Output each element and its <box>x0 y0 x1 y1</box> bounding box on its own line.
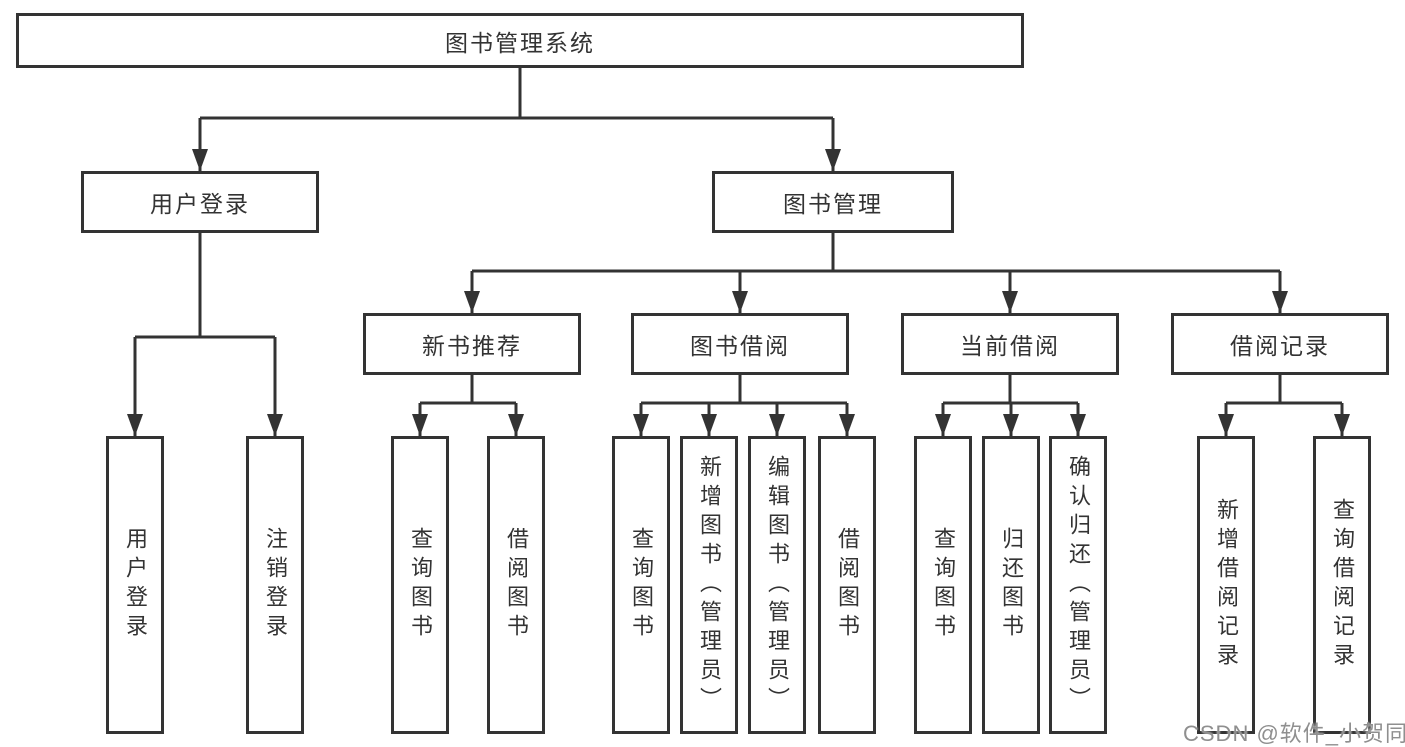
leaf-logout: 注销登录 <box>246 436 304 734</box>
leaf-borrow-add-admin: 新增图书（管理员） <box>680 436 738 734</box>
leaf-current-query: 查询图书 <box>914 436 972 734</box>
leaf-user-login: 用户登录 <box>106 436 164 734</box>
csdn-watermark: CSDN @软件_小贺同学 <box>1183 721 1405 746</box>
leaf-current-return: 归还图书 <box>982 436 1040 734</box>
leaf-borrow-edit-admin: 编辑图书（管理员） <box>748 436 806 734</box>
node-current-borrow: 当前借阅 <box>901 313 1119 375</box>
leaf-borrow-borrow: 借阅图书 <box>818 436 876 734</box>
node-book-borrow: 图书借阅 <box>631 313 849 375</box>
node-library-system: 图书管理系统 <box>16 13 1024 68</box>
connector-segments <box>135 68 1342 405</box>
node-new-book-recommend: 新书推荐 <box>363 313 581 375</box>
leaf-records-query: 查询借阅记录 <box>1313 436 1371 734</box>
node-book-management: 图书管理 <box>712 171 954 233</box>
leaf-records-add: 新增借阅记录 <box>1197 436 1255 734</box>
leaf-borrow-query: 查询图书 <box>612 436 670 734</box>
leaf-newbook-query: 查询图书 <box>391 436 449 734</box>
leaf-newbook-borrow: 借阅图书 <box>487 436 545 734</box>
leaf-current-confirm-admin: 确认归还（管理员） <box>1049 436 1107 734</box>
node-borrow-records: 借阅记录 <box>1171 313 1389 375</box>
node-user-login: 用户登录 <box>81 171 319 233</box>
